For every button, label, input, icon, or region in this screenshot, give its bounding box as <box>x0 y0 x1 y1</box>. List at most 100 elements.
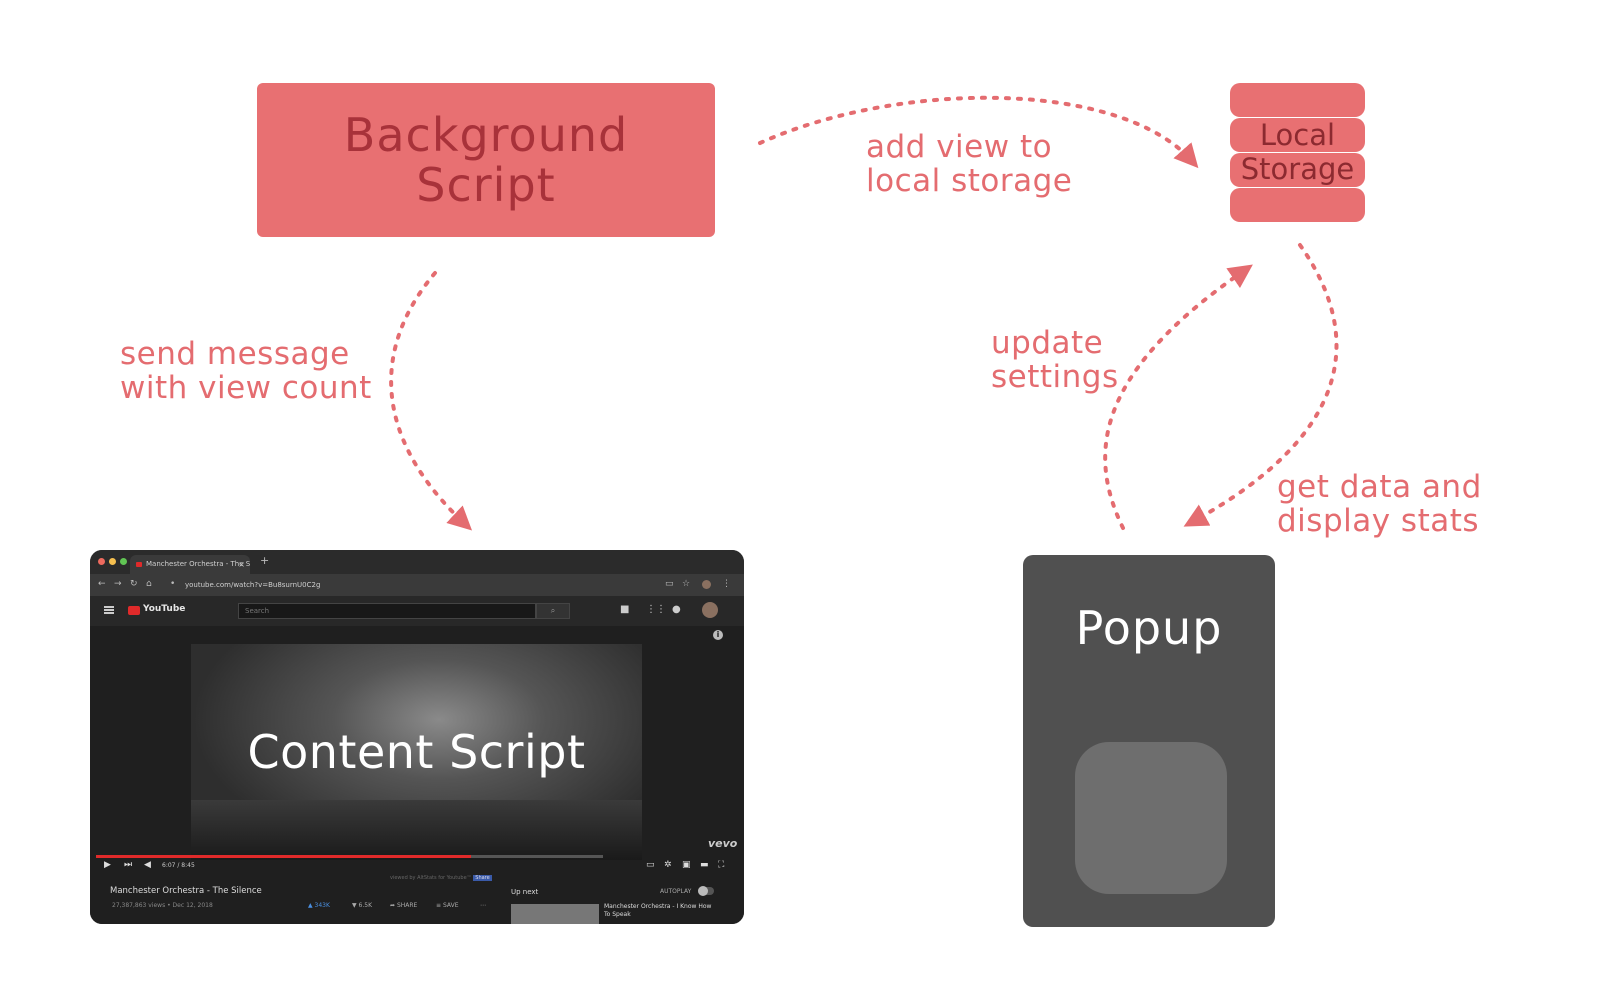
edge-label-send-message-line2: with view count <box>120 370 372 406</box>
like-count: 343K <box>314 902 330 909</box>
next-icon[interactable]: ⏭ <box>124 860 133 870</box>
storage-disk-3 <box>1230 153 1365 187</box>
arrow-get-data <box>1183 243 1339 527</box>
attribution-badge[interactable]: Share <box>473 875 492 881</box>
video-meta: 27,387,863 views • Dec 12, 2018 <box>112 902 213 909</box>
edge-label-get-data: get data and display stats <box>1277 470 1482 538</box>
attribution-text: viewed by AltStats for Youtube™ Share <box>390 875 492 881</box>
video-camera-icon[interactable]: ■ <box>620 604 630 615</box>
popup-app-icon <box>1075 742 1227 894</box>
maximize-window-dot[interactable] <box>120 558 127 565</box>
cast-icon[interactable]: ▭ <box>665 579 674 589</box>
theater-icon[interactable]: ▬ <box>700 860 709 870</box>
search-icon[interactable]: ⌕ <box>536 603 570 619</box>
video-player[interactable]: Content Script <box>191 644 642 860</box>
edge-label-update-settings-line2: settings <box>991 359 1119 395</box>
edge-label-add-view: add view to local storage <box>866 130 1072 198</box>
menu-icon[interactable] <box>104 606 114 614</box>
attribution-label: viewed by AltStats for Youtube™ <box>390 875 472 881</box>
local-storage-label: Local Storage <box>1230 118 1365 186</box>
miniplayer-icon[interactable]: ▣ <box>682 860 691 870</box>
new-tab-icon[interactable]: + <box>260 554 270 567</box>
forward-icon[interactable]: → <box>114 579 122 589</box>
playlist-add-icon: ≡ <box>436 902 442 909</box>
edge-label-get-data-line1: get data and <box>1277 469 1482 505</box>
star-icon[interactable]: ☆ <box>682 579 691 589</box>
reload-icon[interactable]: ↻ <box>130 579 138 589</box>
info-icon[interactable]: i <box>713 630 723 640</box>
save-button[interactable]: ≡ SAVE <box>436 902 459 909</box>
local-storage-label-line2: Storage <box>1240 152 1355 186</box>
save-label: SAVE <box>442 902 459 909</box>
youtube-header: YouTube Search ⌕ ■ ⋮⋮ ● <box>90 596 744 626</box>
edge-label-send-message-line1: send message <box>120 336 350 372</box>
lock-icon: • <box>170 579 176 589</box>
bell-icon[interactable]: ● <box>672 604 681 615</box>
edge-label-update-settings: update settings <box>991 326 1119 394</box>
dislike-count: 6.5K <box>358 902 373 909</box>
content-script-browser: Manchester Orchestra - The Sile × + ← → … <box>90 550 744 924</box>
share-button[interactable]: ➦ SHARE <box>390 902 417 909</box>
fullscreen-icon[interactable]: ⛶ <box>718 860 725 870</box>
like-button[interactable]: ▲ 343K <box>308 902 330 909</box>
autoplay-toggle[interactable] <box>698 886 714 896</box>
edge-label-add-view-line2: local storage <box>866 163 1073 199</box>
local-storage-label-line1: Local <box>1259 118 1336 152</box>
thumbs-down-icon: ▼ <box>352 902 357 909</box>
next-video-title[interactable]: Manchester Orchestra - I Know How To Spe… <box>604 903 712 918</box>
background-script-label-line1: Background <box>343 108 629 162</box>
background-script-label-line2: Script <box>416 158 556 212</box>
progress-bar[interactable] <box>96 855 603 858</box>
content-script-label: Content Script <box>247 725 586 779</box>
edge-label-get-data-line2: display stats <box>1277 503 1480 539</box>
profile-avatar[interactable] <box>702 580 711 589</box>
gear-icon[interactable]: ✲ <box>664 860 672 870</box>
search-input[interactable]: Search <box>238 603 536 619</box>
close-icon[interactable]: × <box>238 560 245 569</box>
minimize-window-dot[interactable] <box>109 558 116 565</box>
storage-disk-1 <box>1230 83 1365 117</box>
more-icon[interactable]: ⋯ <box>480 902 486 909</box>
autoplay-label: AUTOPLAY <box>660 888 692 895</box>
time-display: 6:07 / 8:45 <box>162 862 195 869</box>
arrow-send-message <box>389 271 473 531</box>
close-window-dot[interactable] <box>98 558 105 565</box>
video-crowd-silhouette <box>191 800 642 860</box>
edge-label-update-settings-line1: update <box>991 325 1104 361</box>
back-icon[interactable]: ← <box>98 579 106 589</box>
progress-bar-fill <box>96 855 472 858</box>
url-field[interactable]: youtube.com/watch?v=Bu8surnU0C2g <box>185 581 321 589</box>
popup-node: Popup <box>1023 555 1275 927</box>
play-icon[interactable]: ▶ <box>104 860 111 870</box>
share-label: SHARE <box>396 902 418 909</box>
address-bar: ← → ↻ ⌂ • youtube.com/watch?v=Bu8surnU0C… <box>90 574 744 596</box>
youtube-favicon-icon <box>136 562 142 567</box>
home-icon[interactable]: ⌂ <box>146 579 152 589</box>
storage-disk-4 <box>1230 188 1365 222</box>
video-info-panel: viewed by AltStats for Youtube™ Share Ma… <box>90 874 744 924</box>
youtube-logo-icon[interactable] <box>128 606 140 615</box>
youtube-brand[interactable]: YouTube <box>143 604 186 614</box>
edge-label-send-message: send message with view count <box>120 337 372 405</box>
vevo-watermark: vevo <box>708 837 738 850</box>
browser-tab-title: Manchester Orchestra - The Sile <box>146 560 250 568</box>
browser-tab-bar: Manchester Orchestra - The Sile × + <box>90 550 744 574</box>
popup-label: Popup <box>1075 601 1223 655</box>
apps-grid-icon[interactable]: ⋮⋮ <box>646 604 666 615</box>
edge-label-add-view-line1: add view to <box>866 129 1053 165</box>
share-icon: ➦ <box>390 902 396 909</box>
avatar[interactable] <box>702 602 718 618</box>
menu-dots-icon[interactable]: ⋮ <box>722 579 731 589</box>
video-title: Manchester Orchestra - The Silence <box>110 886 262 896</box>
background-script-node: Background Script <box>257 83 715 237</box>
captions-icon[interactable]: ▭ <box>646 860 655 870</box>
arrow-update-settings <box>1103 264 1253 530</box>
browser-tab[interactable]: Manchester Orchestra - The Sile × <box>130 555 250 574</box>
dislike-button[interactable]: ▼ 6.5K <box>352 902 372 909</box>
up-next-heading: Up next <box>511 888 539 896</box>
storage-disk-2 <box>1230 118 1365 152</box>
next-video-thumbnail[interactable] <box>511 904 599 924</box>
thumbs-up-icon: ▲ <box>308 902 313 909</box>
volume-icon[interactable]: ◀ <box>144 860 151 870</box>
